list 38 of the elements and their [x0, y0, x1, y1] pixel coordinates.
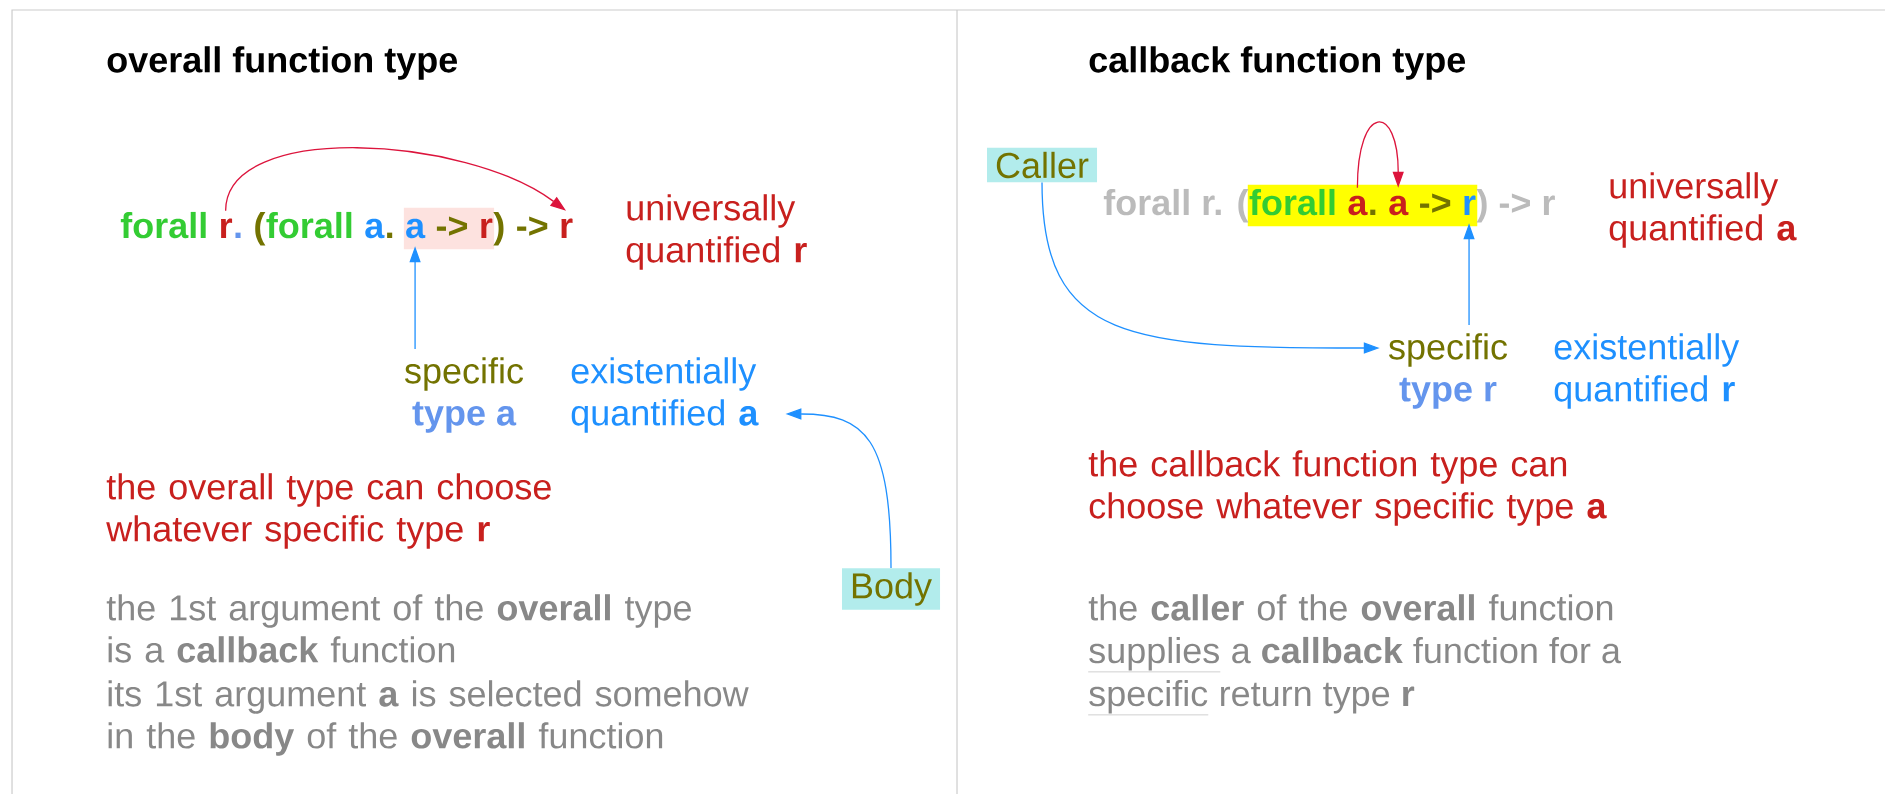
annotation-text: specific	[1088, 679, 1209, 716]
formula-token: .	[235, 232, 241, 238]
annotation-text: a callback function for a	[1232, 636, 1621, 664]
formula-token: a	[365, 218, 385, 239]
panel-title: overall function type	[107, 46, 457, 80]
annotation-text: existentially quantified r	[1554, 333, 1740, 409]
annotation-text: universally quantified r	[626, 194, 807, 270]
panel-title: callback function type	[1089, 46, 1466, 80]
formula-token: )	[493, 211, 504, 246]
formula-token: ->	[436, 216, 468, 236]
formula-token: r	[481, 218, 493, 238]
annotation-text: the overall type can choose whatever specific type r	[106, 473, 551, 549]
formula-token: forall	[120, 211, 206, 239]
arrow	[1356, 121, 1404, 189]
formula-token: ->	[1420, 193, 1451, 213]
annotation-text: return type r	[1221, 682, 1415, 714]
formula-token: (	[255, 211, 266, 246]
type-variable: a	[1389, 195, 1409, 216]
tag-box: Body	[842, 568, 941, 610]
formula-token: forall	[1249, 188, 1335, 216]
type-note: specific type a	[405, 357, 524, 433]
formula-token: .	[387, 232, 393, 238]
annotation-text: its 1st argument a is selected somehow in the body of the overall function	[108, 680, 749, 756]
formula-token: .	[1370, 209, 1376, 215]
type-variable: r	[561, 218, 573, 238]
annotation-text: universally quantified a	[1609, 172, 1797, 248]
annotation-text: the caller of the overall function	[1088, 594, 1613, 621]
type-variable: r	[1464, 195, 1476, 215]
type-variable: r	[221, 218, 233, 238]
annotation-text: supplies	[1088, 636, 1221, 673]
formula-token: forall	[266, 211, 352, 239]
annotation-text: the callback function type can choose whatever specific type a	[1088, 450, 1607, 526]
type-variable: a	[1348, 195, 1368, 216]
type-note: specific type r	[1389, 333, 1508, 409]
formula-token: ->	[517, 216, 548, 236]
quantifier-note: existentially quantified a	[571, 357, 759, 433]
tag-box: Caller	[987, 147, 1097, 183]
type-variable: a	[406, 218, 426, 239]
